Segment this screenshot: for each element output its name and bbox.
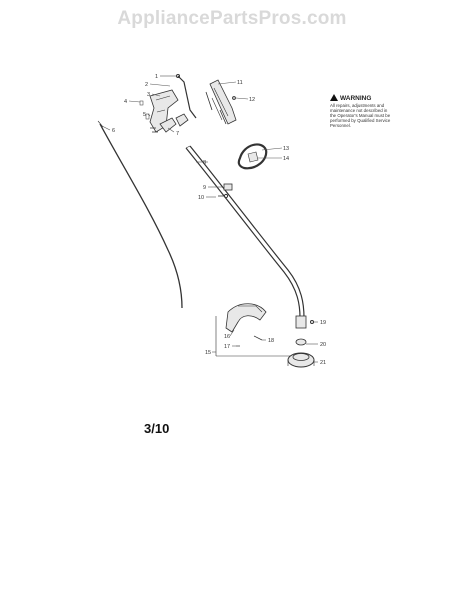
callout-10: 10 xyxy=(198,195,204,201)
throttle-cable-part xyxy=(176,74,197,119)
callout-3: 3 xyxy=(147,92,150,98)
callout-2: 2 xyxy=(145,82,148,88)
warning-triangle-icon xyxy=(330,94,338,101)
warning-title: WARNING xyxy=(340,95,371,102)
warning-line-3: the Operator's Manual must be xyxy=(330,113,391,118)
handle-grip-part xyxy=(205,79,237,125)
warning-line-2: maintenance not described in xyxy=(330,108,388,113)
callout-18: 18 xyxy=(268,338,274,344)
shaft-housing-part xyxy=(185,145,305,319)
callout-15: 15 xyxy=(205,350,211,356)
callout-21: 21 xyxy=(320,360,326,366)
callout-6: 6 xyxy=(112,128,115,134)
warning-line-4: performed by Qualified Service xyxy=(330,118,391,123)
callout-17: 17 xyxy=(224,344,230,350)
callout-8: 8 xyxy=(203,160,206,166)
callout-19: 19 xyxy=(320,320,326,326)
callout-4: 4 xyxy=(124,99,127,105)
trimmer-head-part xyxy=(287,315,315,368)
debris-guard-part xyxy=(215,303,300,357)
callout-20: 20 xyxy=(320,342,326,348)
callout-leaders xyxy=(101,75,318,363)
callout-5: 5 xyxy=(143,112,146,118)
callout-14: 14 xyxy=(283,156,289,162)
callout-1: 1 xyxy=(155,74,158,80)
warning-line-1: All repairs, adjustments and xyxy=(330,103,385,108)
page-number: 3/10 xyxy=(144,421,169,436)
callout-9: 9 xyxy=(203,185,206,191)
callout-labels: 1 2 3 4 5 6 7 8 9 10 11 12 13 14 15 16 1… xyxy=(112,74,326,366)
callout-16: 16 xyxy=(224,334,230,340)
callout-13: 13 xyxy=(283,146,289,152)
callout-7: 7 xyxy=(176,131,179,137)
assist-handle-part xyxy=(237,143,268,170)
callout-12: 12 xyxy=(249,97,255,103)
watermark-text: AppliancePartsPros.com xyxy=(117,8,347,29)
callout-11: 11 xyxy=(237,80,243,86)
warning-notice: WARNING All repairs, adjustments and mai… xyxy=(330,94,391,128)
shaft-clamp-part xyxy=(218,183,233,199)
flexible-drive-shaft-part xyxy=(97,120,183,309)
handle-housing-part xyxy=(139,89,189,133)
warning-line-5: Personnel. xyxy=(330,123,351,128)
